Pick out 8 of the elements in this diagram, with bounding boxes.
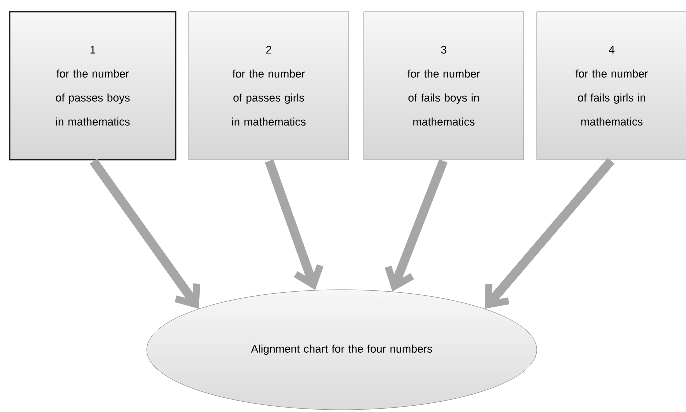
process-box: 2 for the number of passes girls in mathematics [188, 12, 350, 160]
arrow [384, 160, 448, 292]
process-box: 4 for the number of fails girls in mathematics [536, 12, 686, 160]
arrow [90, 158, 201, 309]
process-box: 1 for the number of passes boys in mathematics [9, 11, 177, 161]
arrow [485, 158, 615, 309]
arrow [265, 160, 324, 290]
process-box: 3 for the number of fails boys in mathematics [364, 12, 524, 160]
